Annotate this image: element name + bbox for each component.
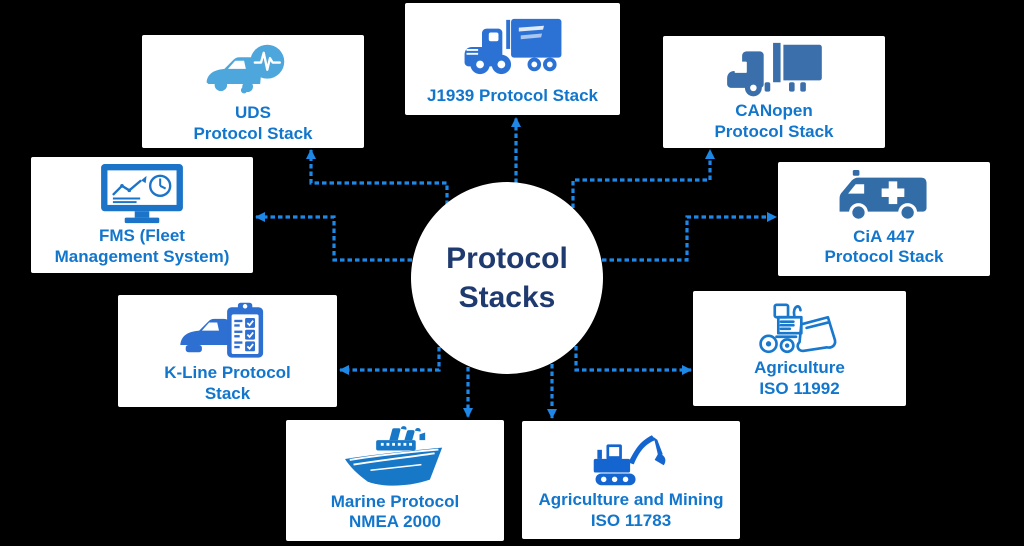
- center-title-line1: Protocol: [446, 242, 568, 275]
- node-label: J1939 Protocol Stack: [427, 86, 598, 107]
- node-label: CiA 447 Protocol Stack: [824, 227, 943, 268]
- bulldozer-icon: [752, 296, 848, 358]
- semi-truck-icon: [458, 8, 568, 86]
- fleet-monitor-icon: [92, 162, 192, 226]
- label-line: Stack: [204, 383, 251, 403]
- label-line: UDS: [235, 103, 271, 122]
- arrow-kline: [339, 347, 441, 375]
- arrow-agri11992: [574, 346, 692, 375]
- node-agriculture-iso11992: Agriculture ISO 11992: [693, 291, 906, 406]
- truck-icon: [720, 41, 828, 101]
- excavator-icon: [581, 426, 681, 490]
- arrow-fms: [255, 212, 412, 262]
- arrow-canopen: [571, 149, 715, 208]
- label-line: ISO 11992: [759, 378, 840, 398]
- ship-icon: [341, 425, 449, 492]
- arrow-uds: [306, 149, 449, 205]
- label-line: CiA 447: [853, 226, 915, 246]
- node-label: UDS Protocol Stack: [193, 103, 312, 144]
- label-line: Agriculture and Mining: [538, 490, 724, 509]
- label-line: Protocol Stack: [824, 247, 944, 267]
- center-protocol-stacks: Protocol Stacks: [411, 182, 603, 374]
- label-line: ISO 11783: [590, 510, 672, 530]
- label-line: Protocol Stack: [714, 121, 834, 141]
- label-line: Protocol Stack: [193, 123, 313, 143]
- node-uds-protocol-stack: UDS Protocol Stack: [142, 35, 364, 148]
- label-line: NMEA 2000: [349, 512, 441, 532]
- label-line: K-Line Protocol: [164, 363, 291, 382]
- node-label: Agriculture and Mining ISO 11783: [538, 490, 723, 531]
- label-line: J1939 Protocol Stack: [426, 86, 599, 106]
- label-line: Agriculture: [754, 358, 845, 377]
- ambulance-icon: [832, 167, 936, 227]
- label-line: Management System): [54, 246, 230, 266]
- node-fms-fleet-management: FMS (Fleet Management System): [31, 157, 253, 273]
- node-label: K-Line Protocol Stack: [164, 363, 291, 404]
- node-canopen-protocol-stack: CANopen Protocol Stack: [663, 36, 885, 148]
- label-line: FMS (Fleet: [99, 226, 185, 245]
- label-line: Marine Protocol: [330, 491, 460, 511]
- arrow-cia447: [602, 212, 777, 262]
- node-cia447-protocol-stack: CiA 447 Protocol Stack: [778, 162, 990, 276]
- node-j1939-protocol-stack: J1939 Protocol Stack: [405, 3, 620, 115]
- car-checklist-icon: [178, 300, 278, 363]
- node-agriculture-mining-iso11783: Agriculture and Mining ISO 11783: [522, 421, 740, 539]
- node-label: FMS (Fleet Management System): [55, 226, 230, 267]
- node-label: CANopen Protocol Stack: [714, 101, 833, 142]
- node-label: Marine Protocol NMEA 2000: [331, 492, 459, 533]
- car-diagnostics-icon: [203, 40, 303, 103]
- center-title-line2: Stacks: [458, 281, 556, 314]
- node-marine-nmea2000: Marine Protocol NMEA 2000: [286, 420, 504, 541]
- node-label: Agriculture ISO 11992: [754, 358, 845, 399]
- label-line: CANopen: [735, 101, 813, 120]
- node-kline-protocol-stack: K-Line Protocol Stack: [118, 295, 337, 407]
